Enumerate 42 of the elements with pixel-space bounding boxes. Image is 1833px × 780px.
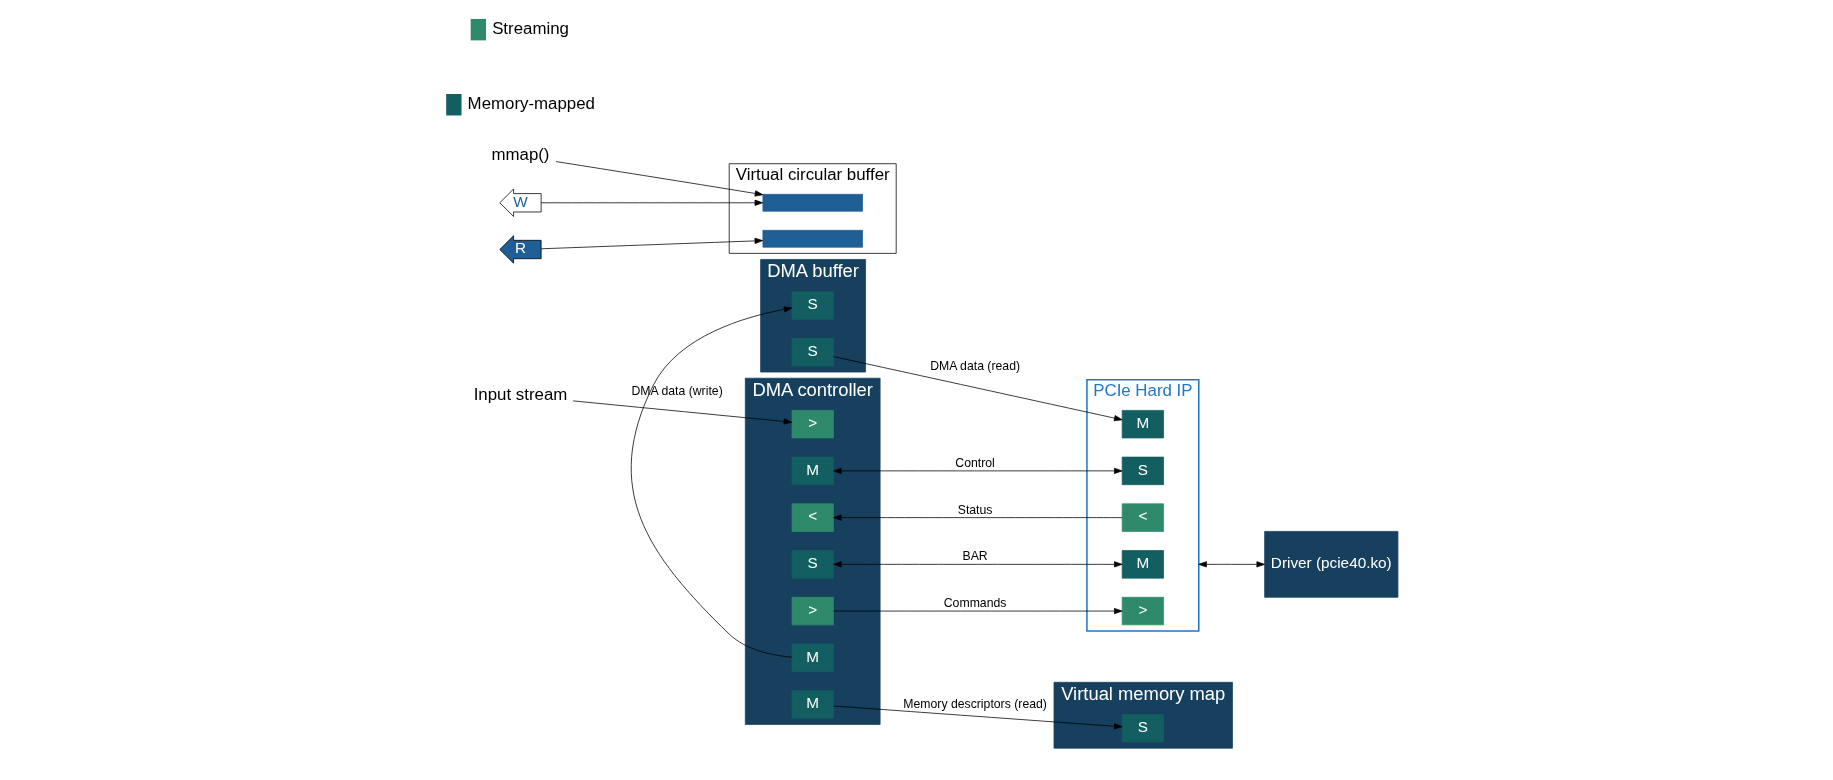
arrow [540,199,764,206]
arrow [833,356,1123,422]
node-box: < [1121,503,1164,532]
edge-label: Commands [943,596,1007,611]
node-text: Input stream [473,385,568,405]
arrow [833,705,1123,730]
node-text: mmap() [491,145,550,165]
node-box: S [1121,714,1164,743]
arrow [555,161,764,197]
node-box: Driver (pcie40.ko) [1264,531,1399,598]
edge-label: DMA data (read) [930,358,1021,373]
edge-label: Memory descriptors (read) [903,697,1047,712]
arrow [1198,561,1265,568]
edge-label: Status [957,502,993,517]
edge-label: DMA data (write) [631,383,723,398]
node-box: M [1121,410,1164,439]
arrow [631,306,793,658]
node-box: M [791,456,834,486]
node-bar [762,193,863,212]
arrow [833,467,1123,474]
cluster: Virtual circular buffer [728,163,897,254]
node-box: > [1121,596,1164,626]
arrow [540,237,764,250]
node-box: S [1121,456,1164,486]
arrow [833,514,1123,521]
node-box: S [791,550,834,579]
arrow [833,608,1123,615]
node-box: < [791,503,834,532]
node-box: S [791,291,834,320]
node-box: M [791,643,834,672]
node-box: S [791,338,834,367]
node-bar [762,229,863,248]
edge-label: Control [955,455,995,470]
node-box: > [791,596,834,626]
arrow [572,400,793,425]
node-box: M [1121,550,1164,579]
node-box: M [791,690,834,719]
arrow [833,561,1123,568]
edge-label: BAR [962,549,988,564]
legend-label: Streaming [492,18,569,38]
legend-label: Memory-mapped [467,94,595,114]
node-box: > [791,410,834,439]
